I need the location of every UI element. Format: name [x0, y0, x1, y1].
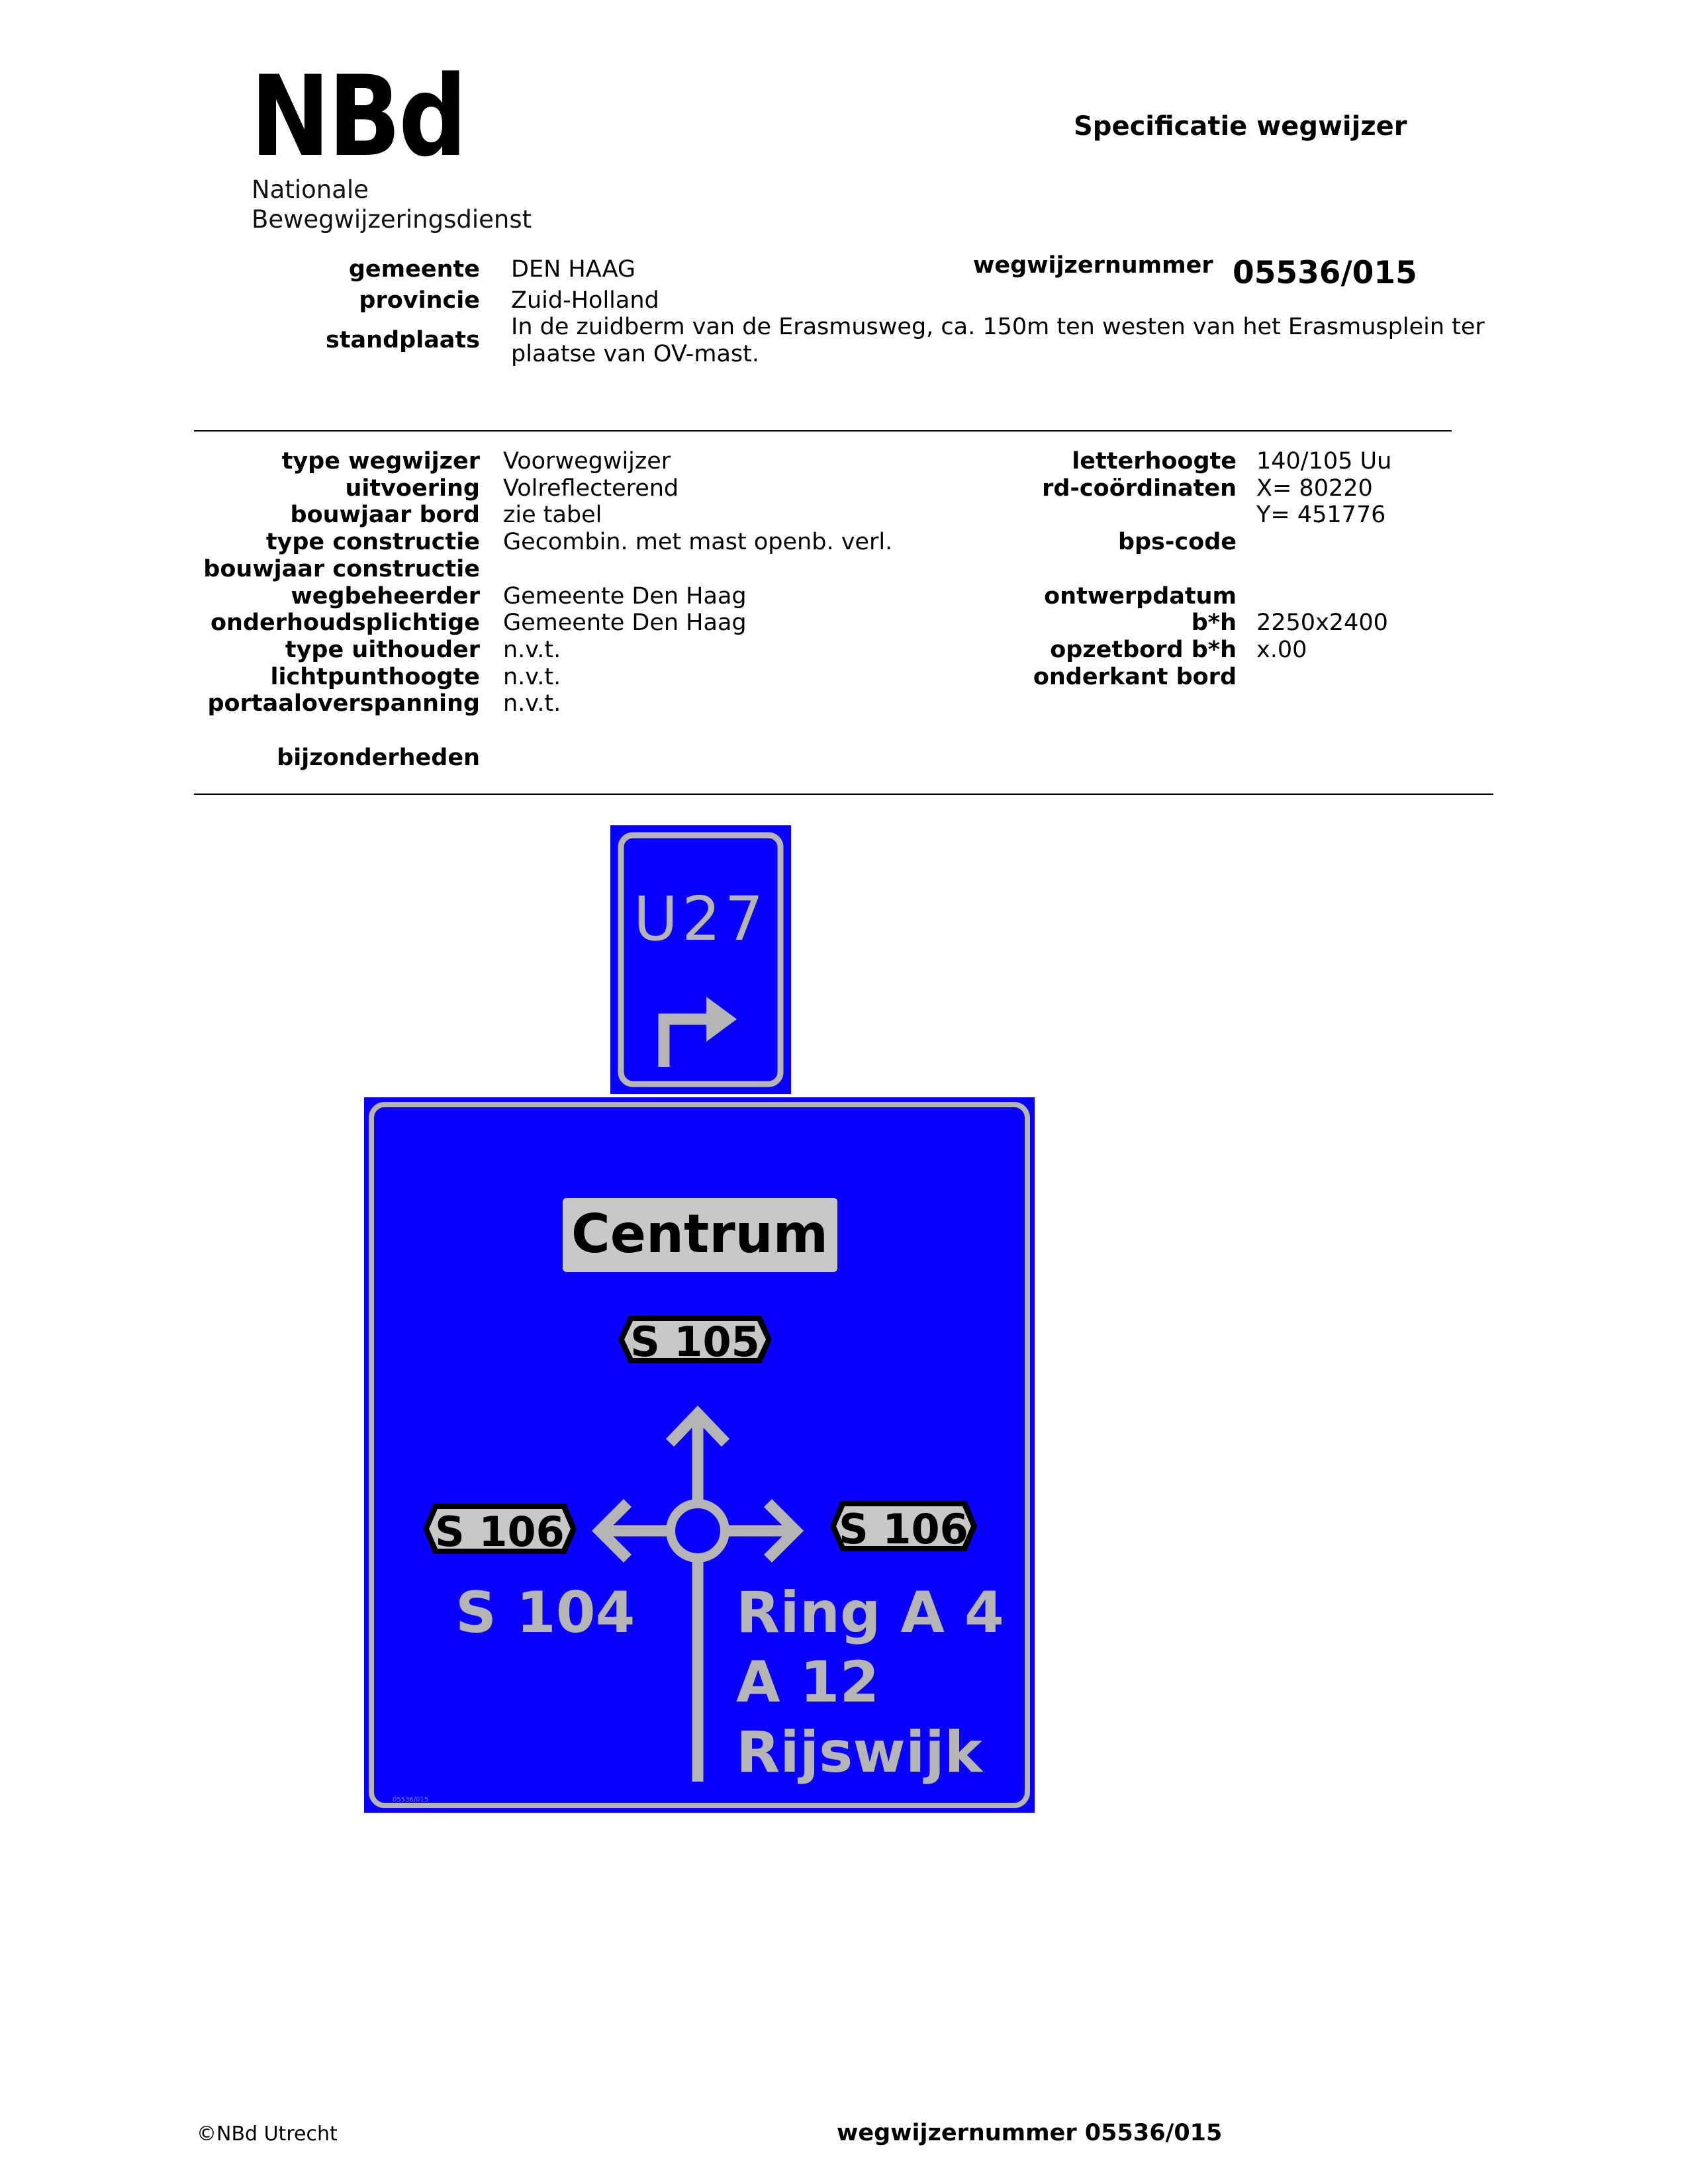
wegwijzernummer-label: wegwijzernummer [973, 252, 1213, 279]
logo-line1: Nationale [252, 175, 369, 204]
document-title: Specificatie wegwijzer [1074, 111, 1407, 142]
spec-right-label-5: ontwerpdatum [1044, 582, 1237, 610]
spec-left-label-9: portaaloverspanning [207, 690, 481, 717]
spec-left-value-1: Volreflecterend [503, 475, 679, 502]
gemeente-label: gemeente [348, 256, 480, 283]
spec-right-value-7: x.00 [1256, 636, 1307, 663]
spec-left-value-7: n.v.t. [503, 636, 561, 663]
spec-left-value-0: Voorwegwijzer [503, 448, 671, 475]
spec-left-value-6: Gemeente Den Haag [503, 610, 747, 637]
route-left-label: S 106 [435, 1508, 565, 1556]
spec-left-label-3: type constructie [265, 529, 480, 556]
spec-left-value-2: zie tabel [503, 502, 602, 529]
main-panel-border [369, 1102, 1030, 1808]
spec-right-label-6: b*h [1191, 610, 1237, 637]
provincie-value: Zuid-Holland [511, 287, 659, 314]
sign-small-code: 05536/015 [393, 1796, 428, 1803]
destination-right-3: Rijswijk [736, 1719, 984, 1786]
arrow-right-icon [763, 1498, 804, 1563]
spec-left-label-4: bouwjaar constructie [203, 555, 480, 582]
top-panel: U27 [610, 825, 791, 1094]
destination-left: S 104 [455, 1580, 635, 1646]
route-right-label: S 106 [839, 1505, 968, 1553]
wegwijzernummer-value: 05536/015 [1233, 255, 1417, 291]
centrum-box [563, 1198, 837, 1272]
spec-left-value-8: n.v.t. [503, 663, 561, 690]
logo-nbd: NBd [250, 52, 467, 181]
spec-left-label-1: uitvoering [345, 475, 480, 502]
standplaats-line2: plaatse van OV-mast. [511, 341, 760, 367]
destination-right-2: A 12 [736, 1649, 879, 1715]
centrum-label: Centrum [571, 1203, 828, 1265]
spec-right-label-7: opzetbord b*h [1050, 636, 1237, 663]
top-panel-bg [610, 825, 791, 1094]
spec-left-label-2: bouwjaar bord [290, 502, 480, 529]
spec-left-value-9: n.v.t. [503, 690, 561, 717]
roundabout-circle-icon [666, 1499, 729, 1563]
spec-right-label-3: bps-code [1117, 529, 1237, 556]
spec-left-label-7: type uithouder [285, 636, 480, 663]
spec-left-label-6: onderhoudsplichtige [210, 610, 480, 637]
bijzonderheden-label: bijzonderheden [277, 745, 480, 771]
arrow-up-icon [665, 1405, 730, 1447]
spec-right-label-1: rd-coördinaten [1042, 475, 1237, 502]
spec-right-value-2: Y= 451776 [1256, 502, 1386, 529]
standplaats-line1: In de zuidberm van de Erasmusweg, ca. 15… [511, 314, 1485, 340]
spec-right-value-6: 2250x2400 [1256, 610, 1388, 637]
roundabout-diagram [591, 1405, 804, 1782]
arrow-left-icon [591, 1498, 632, 1563]
spec-left-label-0: type wegwijzer [281, 448, 480, 475]
spec-right-label-8: onderkant bord [1033, 663, 1237, 690]
footer-wegwijzernummer: wegwijzernummer 05536/015 [837, 2120, 1223, 2146]
turn-right-arrowhead-icon [706, 997, 737, 1042]
spec-left-value-3: Gecombin. met mast openb. verl. [503, 529, 893, 556]
top-panel-border [618, 832, 784, 1087]
divider-top [194, 430, 1452, 432]
logo-line2: Bewegwijzeringsdienst [252, 205, 532, 234]
top-route-label: U27 [633, 884, 767, 954]
standplaats-label: standplaats [325, 327, 480, 353]
spec-left-label-5: wegbeheerder [291, 582, 480, 610]
divider-bottom [194, 794, 1493, 795]
spec-right-label-0: letterhoogte [1072, 448, 1237, 475]
route-up-label: S 105 [630, 1318, 760, 1366]
turn-right-arrow-icon [658, 1013, 715, 1067]
spec-right-value-1: X= 80220 [1256, 475, 1373, 502]
spec-right-value-0: 140/105 Uu [1256, 448, 1392, 475]
destination-right-1: Ring A 4 [736, 1580, 1004, 1646]
spec-left-value-5: Gemeente Den Haag [503, 582, 747, 610]
main-panel: Centrum S 105 S 106 S 106 S 104 Ring A 4… [364, 1097, 1035, 1813]
gemeente-value: DEN HAAG [511, 256, 636, 283]
spec-left-label-8: lichtpunthoogte [270, 663, 480, 690]
footer-copyright: ©NBd Utrecht [197, 2122, 338, 2146]
provincie-label: provincie [359, 287, 480, 314]
